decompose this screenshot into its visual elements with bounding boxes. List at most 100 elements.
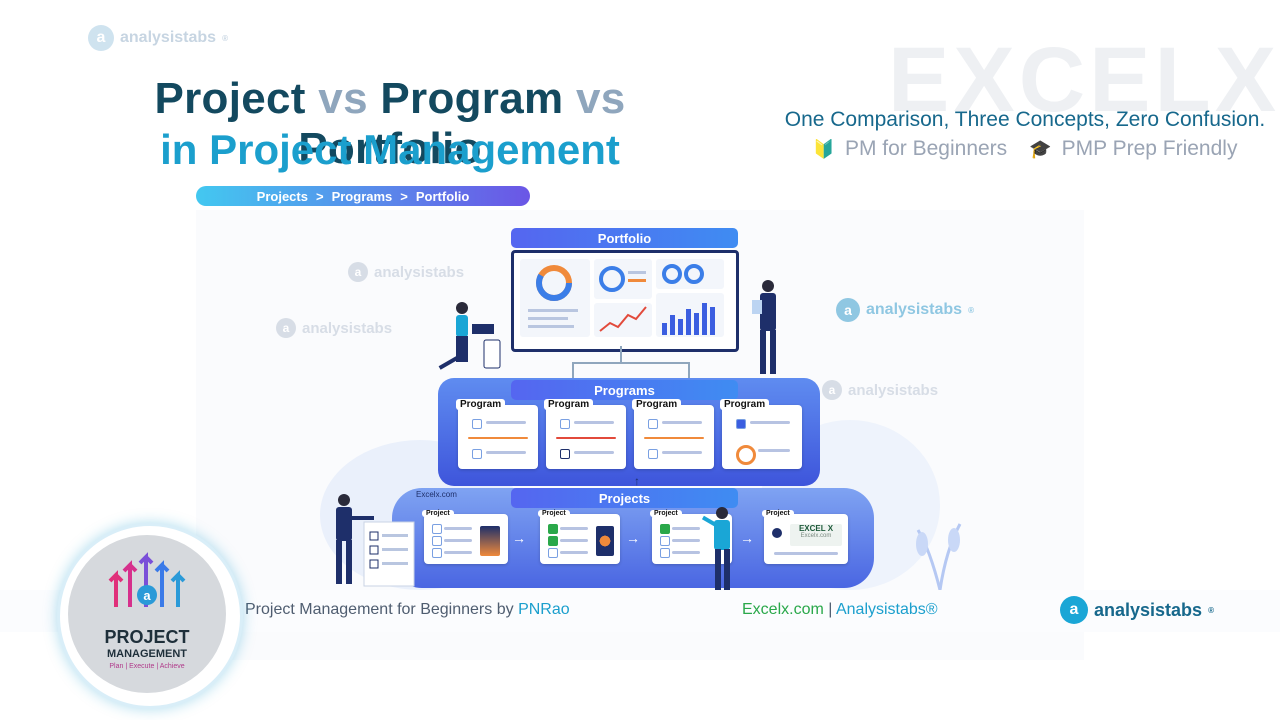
footer-site-analysistabs[interactable]: Analysistabs® xyxy=(835,601,938,618)
brand-mark-icon: a xyxy=(276,318,296,338)
brand-mark-icon: a xyxy=(88,25,114,51)
text-line xyxy=(672,527,700,530)
brand-reg-mark: ® xyxy=(1208,605,1214,615)
brand-mark-icon: a xyxy=(822,380,842,400)
checkbox-icon xyxy=(660,524,670,534)
progress-line xyxy=(774,552,838,555)
program-card: Program xyxy=(720,399,802,469)
badge-row: 🔰 PM for Beginners 🎓 PMP Prep Friendly xyxy=(780,137,1270,161)
text-line xyxy=(560,551,588,554)
excelx-mini-title: EXCEL X xyxy=(798,524,834,533)
projects-header: Projects xyxy=(511,488,738,508)
brand-mark-icon: a xyxy=(1060,596,1088,624)
badge-label: PM for Beginners xyxy=(844,137,1008,160)
pie-chart-icon xyxy=(736,445,756,465)
excelx-mini-logo: EXCEL X Excelx.com xyxy=(790,524,842,546)
analysistabs-watermark: a analysistabs xyxy=(822,380,938,400)
breadcrumb-separator: > xyxy=(315,188,324,204)
watermark-text: analysistabs xyxy=(866,301,963,318)
logo-tag-execute: Execute xyxy=(129,663,155,670)
timeline-line xyxy=(468,437,528,439)
checkbox-icon xyxy=(432,536,442,546)
logo-tag-separator: | xyxy=(156,663,159,670)
project-card: Project xyxy=(538,510,620,564)
portfolio-header: Portfolio xyxy=(511,228,738,248)
analysistabs-watermark: a analysistabs xyxy=(348,262,464,282)
page-title-line1: Project vs Program vs Portfolio xyxy=(60,74,720,174)
watermark-text: analysistabs xyxy=(374,263,465,281)
woman-laptop-person-icon xyxy=(438,302,501,370)
clock-icon xyxy=(772,528,782,538)
project-card-label: Project xyxy=(538,510,570,517)
timeline-line xyxy=(644,437,704,439)
program-card-label: Program xyxy=(632,399,682,410)
text-line xyxy=(574,451,614,454)
checkbox-icon xyxy=(660,536,670,546)
title-project: Project xyxy=(154,74,306,123)
plant-decoration-icon xyxy=(916,523,962,590)
analysistabs-watermark-blue: a analysistabs® xyxy=(836,298,974,322)
footer-course-credit: Project Management for Beginners by PNRa… xyxy=(245,601,570,619)
person-icon xyxy=(648,449,658,459)
program-card-label: Program xyxy=(456,399,506,410)
title-vs: vs xyxy=(575,74,626,123)
text-line xyxy=(662,451,702,454)
text-line xyxy=(662,421,702,424)
title-portfolio: Portfolio xyxy=(298,124,482,173)
programs-header: Programs xyxy=(511,380,738,400)
watermark-text: analysistabs xyxy=(848,381,939,399)
title-program: Program xyxy=(380,74,564,123)
svg-text:a: a xyxy=(143,588,151,603)
site-label: Excelx.com xyxy=(416,490,457,499)
footer-site-excelx[interactable]: Excelx.com xyxy=(742,601,824,618)
checkbox-icon xyxy=(432,548,442,558)
checkbox-icon xyxy=(548,548,558,558)
text-line xyxy=(750,421,790,424)
breadcrumb-programs: Programs xyxy=(331,188,393,204)
project-card-label: Project xyxy=(422,510,454,517)
person-icon xyxy=(472,419,482,429)
footer-author: PNRao xyxy=(518,601,570,618)
logo-project-text: PROJECT xyxy=(104,627,190,647)
beginner-leaf-icon: 🔰 xyxy=(812,138,835,159)
man-pointing-person-icon xyxy=(702,507,730,593)
title-vs: vs xyxy=(318,74,368,123)
brand-mark-icon: a xyxy=(348,262,368,282)
excelx-mini-sub: Excelx.com xyxy=(800,533,832,539)
logo-tag-separator: | xyxy=(125,663,128,670)
footer-by: by xyxy=(496,601,514,618)
rising-arrows-icon: a xyxy=(108,552,186,607)
badge-pmp: 🎓 PMP Prep Friendly xyxy=(1029,137,1237,161)
footer-brand-name: analysistabs xyxy=(1094,599,1203,620)
text-line xyxy=(444,539,472,542)
checkbox-icon xyxy=(660,548,670,558)
person-icon xyxy=(472,449,482,459)
text-line xyxy=(672,551,700,554)
text-line xyxy=(486,421,526,424)
logo-management-text: MANAGEMENT xyxy=(106,648,188,660)
text-line xyxy=(444,527,472,530)
text-line xyxy=(672,539,700,542)
man-tablet-person-icon xyxy=(752,280,776,374)
project-card-label: Project xyxy=(762,510,794,517)
team-icon xyxy=(596,526,614,556)
footer-separator: | xyxy=(828,601,833,618)
project-card-label: Project xyxy=(650,510,682,517)
page-title-line2: in Project Management xyxy=(160,126,620,173)
breadcrumb-separator: > xyxy=(400,188,408,204)
breadcrumb-projects: Projects xyxy=(256,188,308,204)
graduation-cap-icon: 🎓 xyxy=(1029,138,1052,159)
course-logo: a PROJECT MANAGEMENT Plan | Execute | Ac… xyxy=(68,535,226,693)
excelx-watermark: EXCELX xyxy=(888,29,1280,131)
footer-sites: Excelx.com | Analysistabs® xyxy=(742,601,938,619)
header-brand-logo: a analysistabs® xyxy=(88,25,228,51)
right-arrow-icon: → xyxy=(512,530,526,546)
text-line xyxy=(758,449,790,452)
footer-course-title: Project Management for Beginners xyxy=(245,601,493,618)
connector-line xyxy=(620,346,622,362)
timeline-line xyxy=(556,437,616,439)
brand-reg-mark: ® xyxy=(968,305,974,315)
brand-reg-mark: ® xyxy=(222,33,228,43)
badge-label: PMP Prep Friendly xyxy=(1061,137,1238,160)
